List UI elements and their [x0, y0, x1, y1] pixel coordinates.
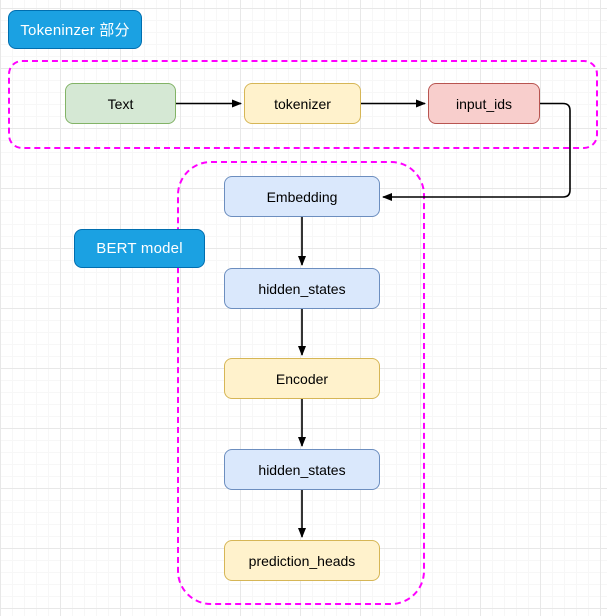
node-encoder[interactable]: Encoder: [224, 358, 380, 399]
node-hidden-states-2[interactable]: hidden_states: [224, 449, 380, 490]
node-hidden-states-1[interactable]: hidden_states: [224, 268, 380, 309]
tokenizer-group-boundary: [8, 60, 598, 149]
bert-model-group-boundary: [177, 161, 425, 605]
bert-model-section-label[interactable]: BERT model: [74, 229, 205, 268]
tokenizer-section-label[interactable]: Tokeninzer 部分: [8, 10, 142, 49]
node-tokenizer[interactable]: tokenizer: [244, 83, 361, 124]
node-prediction-heads[interactable]: prediction_heads: [224, 540, 380, 581]
node-embedding[interactable]: Embedding: [224, 176, 380, 217]
node-text[interactable]: Text: [65, 83, 176, 124]
node-input-ids[interactable]: input_ids: [428, 83, 540, 124]
